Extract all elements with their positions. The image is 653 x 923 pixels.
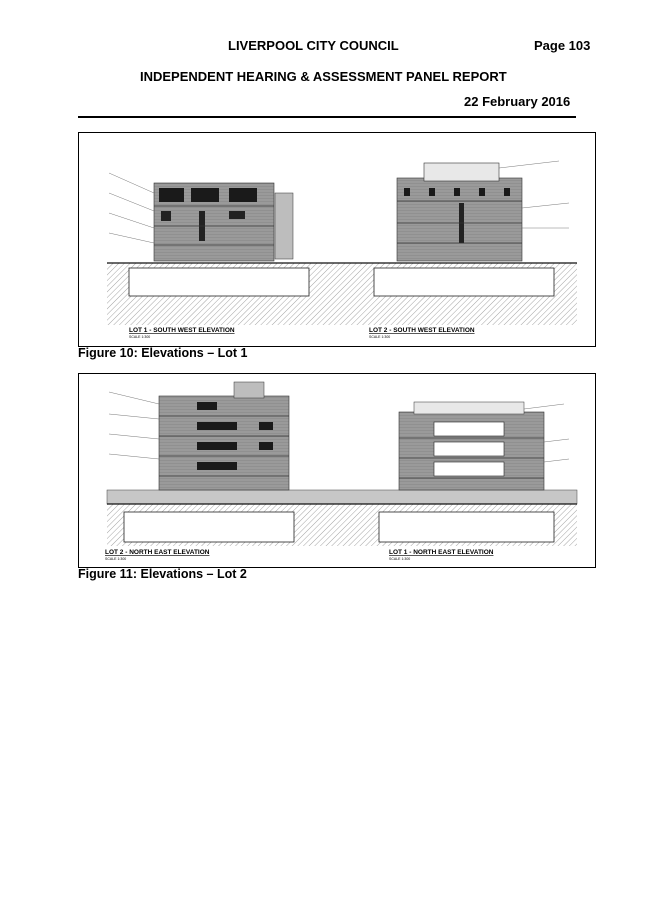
figure-10-elevations: LOT 1 - SOUTH WEST ELEVATION SCALE 1:300…: [78, 132, 596, 347]
figure-10-caption: Figure 10: Elevations – Lot 1: [78, 346, 248, 360]
drawing-label: LOT 2 - SOUTH WEST ELEVATION: [369, 327, 475, 334]
council-name: LIVERPOOL CITY COUNCIL: [228, 38, 399, 53]
figure-11-elevations: LOT 2 - NORTH EAST ELEVATION SCALE 1:300…: [78, 373, 596, 568]
building-lot2: [158, 381, 290, 491]
basement-outline: [128, 267, 310, 297]
drawing-label: LOT 1 - NORTH EAST ELEVATION: [389, 549, 494, 556]
figure-11-caption: Figure 11: Elevations – Lot 2: [78, 567, 247, 581]
report-date: 22 February 2016: [464, 94, 571, 109]
drawing-scale: SCALE 1:300: [369, 335, 390, 339]
drawing-label: LOT 1 - SOUTH WEST ELEVATION: [129, 327, 235, 334]
basement-outline: [378, 511, 555, 543]
drawing-scale: SCALE 1:300: [389, 557, 410, 561]
building-lot1: [398, 401, 545, 491]
basement-outline: [123, 511, 295, 543]
building-lot2: [396, 162, 523, 262]
header-divider: [78, 116, 576, 118]
report-title: INDEPENDENT HEARING & ASSESSMENT PANEL R…: [140, 69, 507, 84]
drawing-label: LOT 2 - NORTH EAST ELEVATION: [105, 549, 210, 556]
elevation-drawing-fig11: LOT 2 - NORTH EAST ELEVATION SCALE 1:300…: [105, 381, 578, 561]
building-lot1: [153, 182, 294, 262]
page-number: Page 103: [534, 38, 591, 53]
landscape-strip: [106, 489, 578, 505]
elevation-drawing-fig10: LOT 1 - SOUTH WEST ELEVATION SCALE 1:300…: [107, 160, 577, 339]
drawing-scale: SCALE 1:300: [105, 557, 126, 561]
basement-outline: [373, 267, 555, 297]
drawing-scale: SCALE 1:300: [129, 335, 150, 339]
